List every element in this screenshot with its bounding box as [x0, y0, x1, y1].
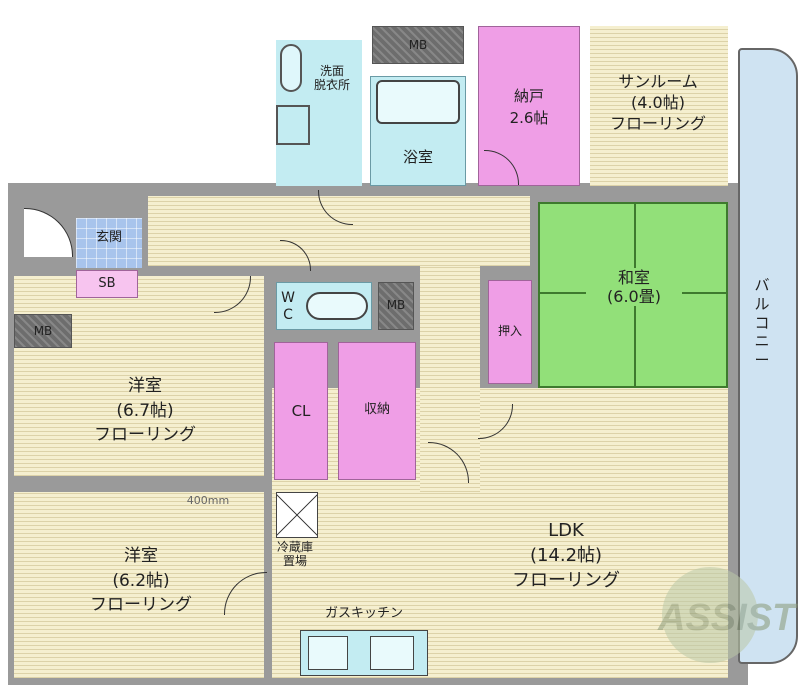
washitsu-label: 和室 (6.0畳)	[586, 268, 682, 307]
balcony-area	[738, 48, 798, 664]
sunroom-room	[590, 26, 728, 186]
cl-label: CL	[291, 402, 311, 420]
sb-room	[76, 270, 138, 298]
washroom-label: 洗面 脱衣所	[313, 64, 350, 93]
yoshitsu1-label: 洋室 (6.7帖) フローリング	[94, 376, 196, 446]
sink-kitchen-icon	[370, 636, 414, 670]
mb-wc-label: MB	[386, 298, 406, 312]
stove-icon	[308, 636, 348, 670]
logo-icon: ASSIST	[657, 567, 798, 663]
fridge-space	[276, 492, 318, 538]
oshiire-room	[488, 280, 532, 384]
svg-text:ASSIST: ASSIST	[657, 597, 798, 639]
cl-room	[274, 342, 328, 480]
bath-label: 浴室	[402, 148, 433, 166]
yoshitsu2-label: 洋室 (6.2帖) フローリング	[90, 546, 192, 616]
sb-label: SB	[98, 276, 116, 291]
washer-icon	[276, 105, 310, 145]
toilet-icon	[306, 292, 368, 320]
entrance-label: 玄関	[95, 230, 122, 245]
balcony-label: バルコニー	[754, 276, 770, 369]
mb-left	[14, 314, 72, 348]
kitchen-label: ガスキッチン	[324, 606, 403, 621]
assist-logo: ASSIST	[650, 560, 800, 670]
sunroom-label: サンルーム (4.0帖) フローリング	[609, 72, 706, 133]
dimension-label: 400mm	[186, 494, 230, 507]
yoshitsu2-room	[14, 492, 264, 678]
bathtub-icon	[376, 80, 460, 124]
mb-top-label: MB	[408, 38, 428, 52]
sink-icon	[280, 44, 302, 92]
ldk-label: LDK (14.2帖) フローリング	[512, 520, 620, 592]
shuno-label: 収納	[363, 402, 390, 417]
mb-top	[372, 26, 464, 64]
entrance-room	[76, 218, 142, 268]
mb-left-label: MB	[33, 324, 53, 338]
oshiire-label: 押入	[497, 324, 522, 338]
mb-wc	[378, 282, 414, 330]
storage-label: 納戸 2.6帖	[509, 87, 549, 127]
fridge-label: 冷蔵庫 置場	[276, 540, 313, 569]
shuno-room	[338, 342, 416, 480]
wc-label: W C	[281, 290, 295, 323]
